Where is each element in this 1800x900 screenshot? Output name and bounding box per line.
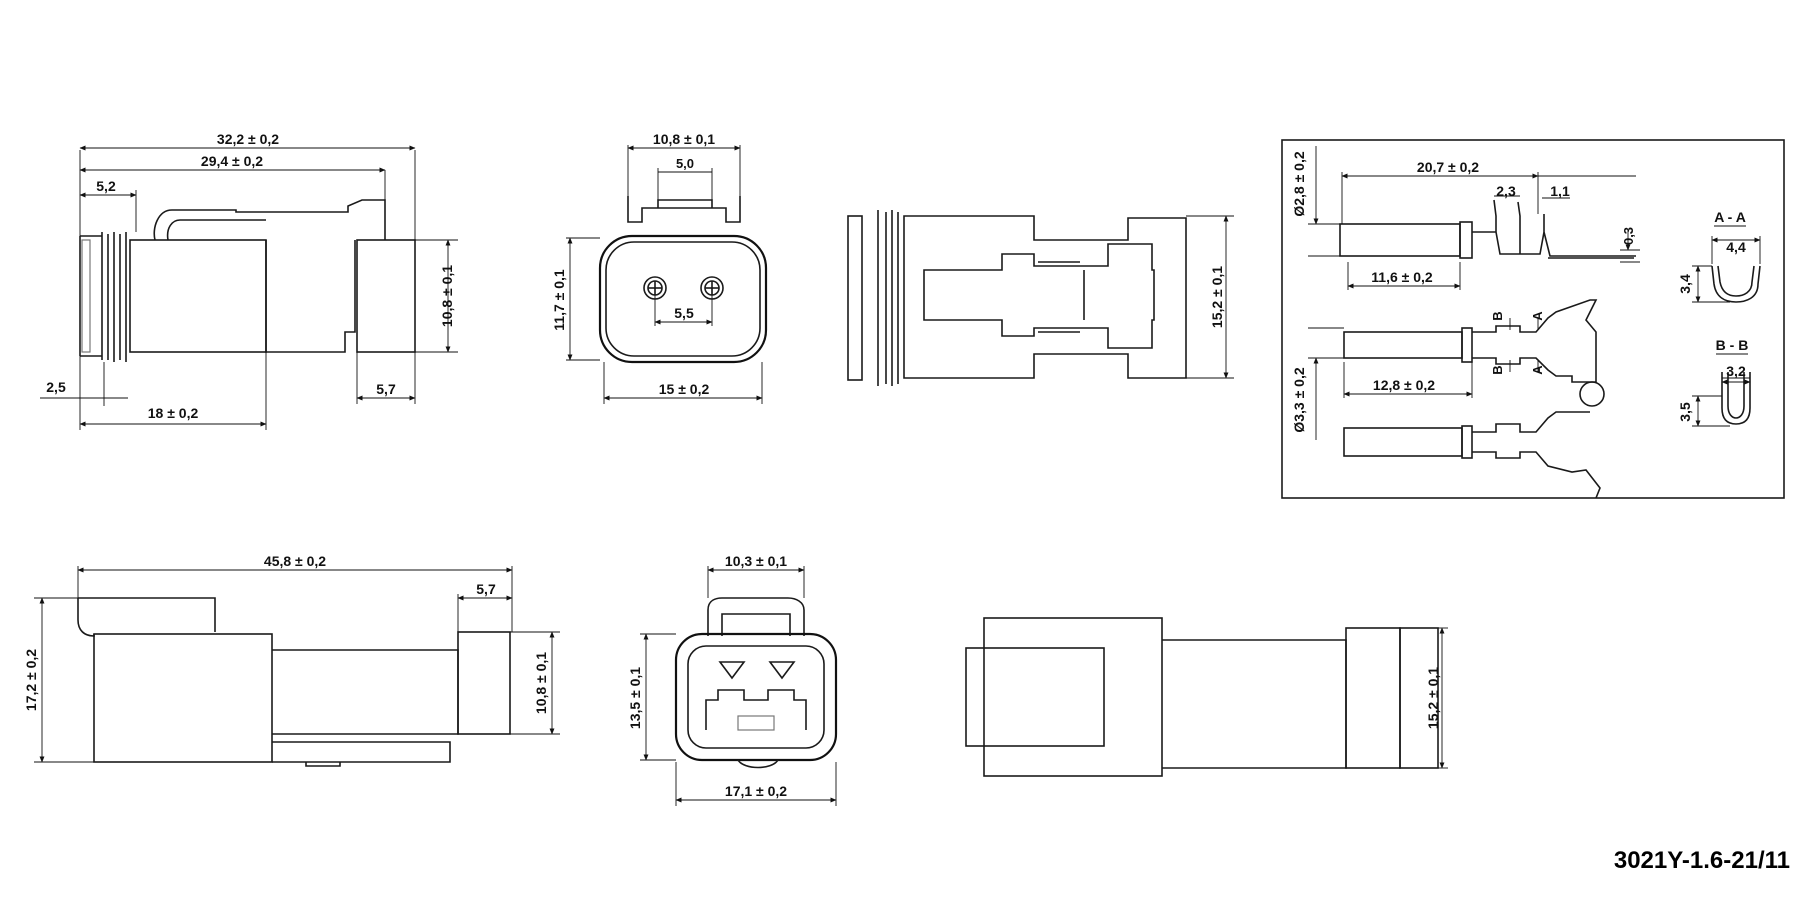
dim-top-height: 15,2 ± 0,1 xyxy=(1209,266,1225,328)
dim-housing-length: 18 ± 0,2 xyxy=(148,405,199,421)
section-bb-height: 3,5 xyxy=(1677,402,1693,422)
dim-cap-width: 5,7 xyxy=(376,381,396,397)
view-receptacle-side: 32,2 ± 0,2 29,4 ± 0,2 5,2 2,5 18 ± 0,2 5… xyxy=(40,131,458,430)
dim-pin-diameter: Ø2,8 ± 0,2 xyxy=(1291,151,1307,216)
section-aa-width: 4,4 xyxy=(1726,239,1746,255)
dim-top-width: 10,8 ± 0,1 xyxy=(653,131,715,147)
dim-plug-cap: 5,7 xyxy=(476,581,496,597)
section-mark-a-lower: A xyxy=(1530,365,1545,375)
section-mark-b-lower: B xyxy=(1490,365,1505,374)
dim-plug-overall-length: 45,8 ± 0,2 xyxy=(264,553,326,569)
view-receptacle-front: 10,8 ± 0,1 5,0 5,5 11,7 ± 0,1 15 ± 0,2 xyxy=(551,131,768,404)
dim-flange: 5,2 xyxy=(96,178,116,194)
dim-pin-pitch: 5,5 xyxy=(674,305,694,321)
drawing-number: 3021Y-1.6-21/11 xyxy=(1614,847,1790,874)
dim-tab: 1,1 xyxy=(1550,183,1570,199)
dim-plug-body-height: 10,8 ± 0,1 xyxy=(533,652,549,714)
dim-height: 10,8 ± 0,1 xyxy=(439,265,455,327)
dim-plug-height: 17,2 ± 0,2 xyxy=(23,649,39,711)
view-plug-front: 10,3 ± 0,1 13,5 ± 0,1 17,1 ± 0,2 xyxy=(627,553,838,806)
dim-plug-front-height: 13,5 ± 0,1 xyxy=(627,667,643,729)
section-mark-b-upper: B xyxy=(1490,311,1505,320)
view-plug-top: 15,2 ± 0,1 xyxy=(965,617,1448,777)
dim-plug-front-width: 17,1 ± 0,2 xyxy=(725,783,787,799)
section-mark-a-upper: A xyxy=(1530,311,1545,321)
view-contacts-detail: Ø2,8 ± 0,2 20,7 ± 0,2 2,3 1,1 0,3 11,6 ±… xyxy=(1281,139,1785,499)
dim-overall-length: 32,2 ± 0,2 xyxy=(217,131,279,147)
dim-socket-diameter: Ø3,3 ± 0,2 xyxy=(1291,367,1307,432)
dim-front-height: 11,7 ± 0,1 xyxy=(551,269,567,331)
dim-front-width: 15 ± 0,2 xyxy=(659,381,710,397)
view-receptacle-top: 15,2 ± 0,1 xyxy=(847,210,1234,386)
dim-socket-length: 12,8 ± 0,2 xyxy=(1373,377,1435,393)
dim-pin-barrel: 11,6 ± 0,2 xyxy=(1371,269,1433,285)
section-bb-title: B - B xyxy=(1716,337,1749,353)
dim-seal-offset: 2,5 xyxy=(46,379,66,395)
dim-crimp: 2,3 xyxy=(1496,183,1516,199)
dim-pin-length: 20,7 ± 0,2 xyxy=(1417,159,1479,175)
section-aa-title: A - A xyxy=(1714,209,1746,225)
dim-thickness: 0,3 xyxy=(1621,227,1636,245)
section-bb-width: 3,2 xyxy=(1726,363,1746,379)
dim-plug-top-width: 10,3 ± 0,1 xyxy=(725,553,787,569)
dim-plug-top-height: 15,2 ± 0,1 xyxy=(1425,667,1441,729)
dim-body-length: 29,4 ± 0,2 xyxy=(201,153,263,169)
view-plug-side: 45,8 ± 0,2 5,7 17,2 ± 0,2 10,8 ± 0,1 xyxy=(23,553,560,767)
section-aa-height: 3,4 xyxy=(1677,274,1693,294)
dim-slot-width: 5,0 xyxy=(676,156,694,171)
